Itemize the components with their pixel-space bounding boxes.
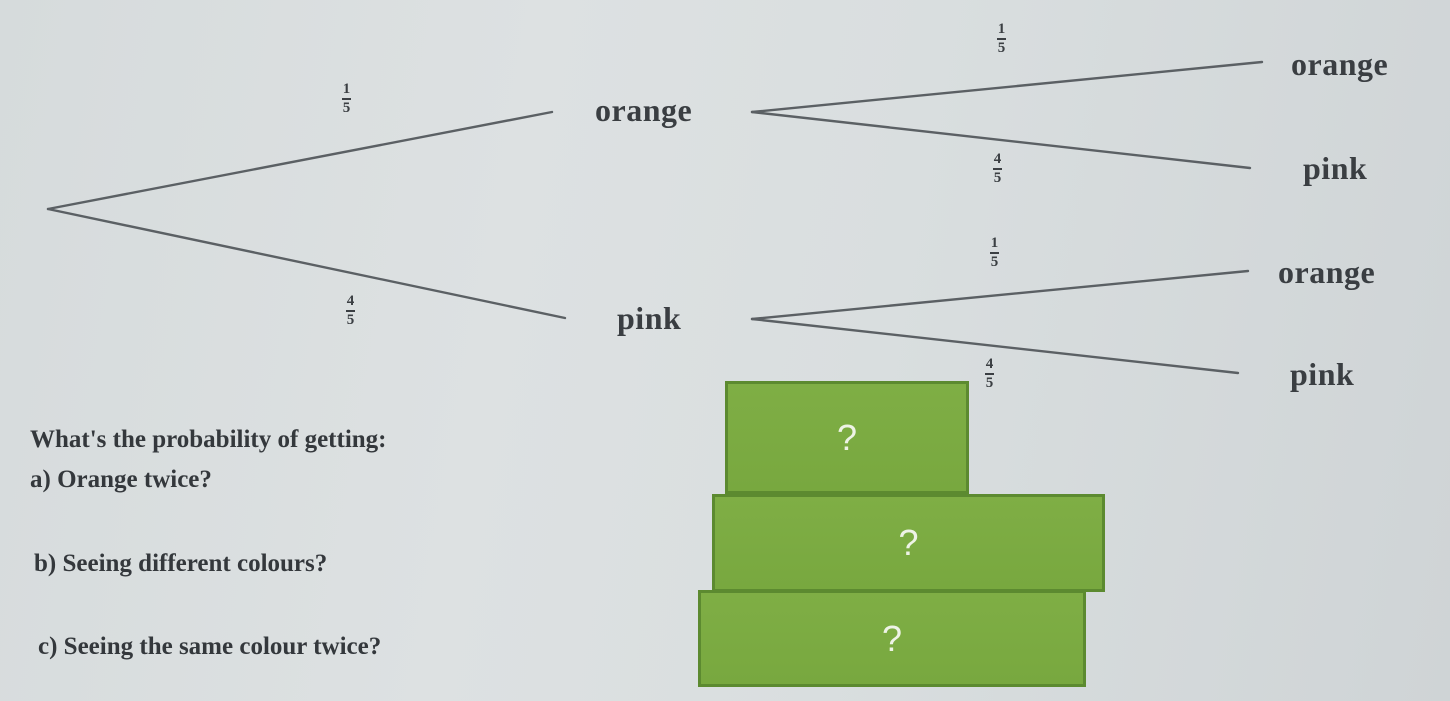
prob-pink-pink: 4 5: [985, 357, 994, 391]
answer-box-b[interactable]: ?: [712, 494, 1105, 592]
fraction-bar: [993, 168, 1002, 170]
leaf-label-orange-pink: pink: [1303, 150, 1368, 186]
answer-box-c[interactable]: ?: [698, 590, 1086, 687]
denominator: 5: [993, 170, 1002, 186]
node-label-orange: orange: [595, 92, 693, 128]
numerator: 4: [346, 293, 355, 309]
question-mark-icon: ?: [898, 522, 919, 563]
denominator: 5: [342, 100, 351, 116]
branch-pink-orange: [750, 269, 1250, 321]
leaf-label-pink-pink: pink: [1290, 356, 1355, 392]
node-label-pink: pink: [617, 300, 682, 336]
branch-orange-orange: [750, 60, 1264, 114]
fraction-bar: [990, 252, 999, 254]
fraction-bar: [997, 38, 1006, 40]
fraction-bar: [342, 98, 351, 100]
question-c: c) Seeing the same colour twice?: [38, 633, 382, 660]
branch-pink-pink: [750, 317, 1240, 375]
prob-orange-pink: 4 5: [993, 152, 1002, 186]
branch-root-orange: [46, 110, 554, 211]
prob-root-pink: 4 5: [346, 294, 355, 328]
numerator: 1: [997, 21, 1006, 37]
numerator: 4: [985, 356, 994, 372]
question-b: b) Seeing different colours?: [34, 550, 328, 577]
branch-root-pink: [46, 207, 567, 320]
question-a: a) Orange twice?: [30, 466, 212, 493]
denominator: 5: [985, 375, 994, 391]
denominator: 5: [990, 254, 999, 270]
prob-orange-orange: 1 5: [997, 22, 1006, 56]
numerator: 1: [990, 235, 999, 251]
answer-box-a[interactable]: ?: [725, 381, 969, 494]
denominator: 5: [346, 312, 355, 328]
branch-orange-pink: [750, 110, 1252, 170]
leaf-label-pink-orange: orange: [1278, 254, 1376, 290]
prob-pink-orange: 1 5: [990, 236, 999, 270]
leaf-label-orange-orange: orange: [1291, 46, 1389, 82]
numerator: 1: [342, 81, 351, 97]
question-mark-icon: ?: [881, 617, 903, 659]
fraction-bar: [346, 310, 355, 312]
denominator: 5: [997, 40, 1006, 56]
prob-root-orange: 1 5: [342, 82, 351, 116]
fraction-bar: [985, 373, 994, 375]
numerator: 4: [993, 151, 1002, 167]
question-prompt: What's the probability of getting:: [30, 426, 387, 453]
question-mark-icon: ?: [836, 416, 858, 458]
